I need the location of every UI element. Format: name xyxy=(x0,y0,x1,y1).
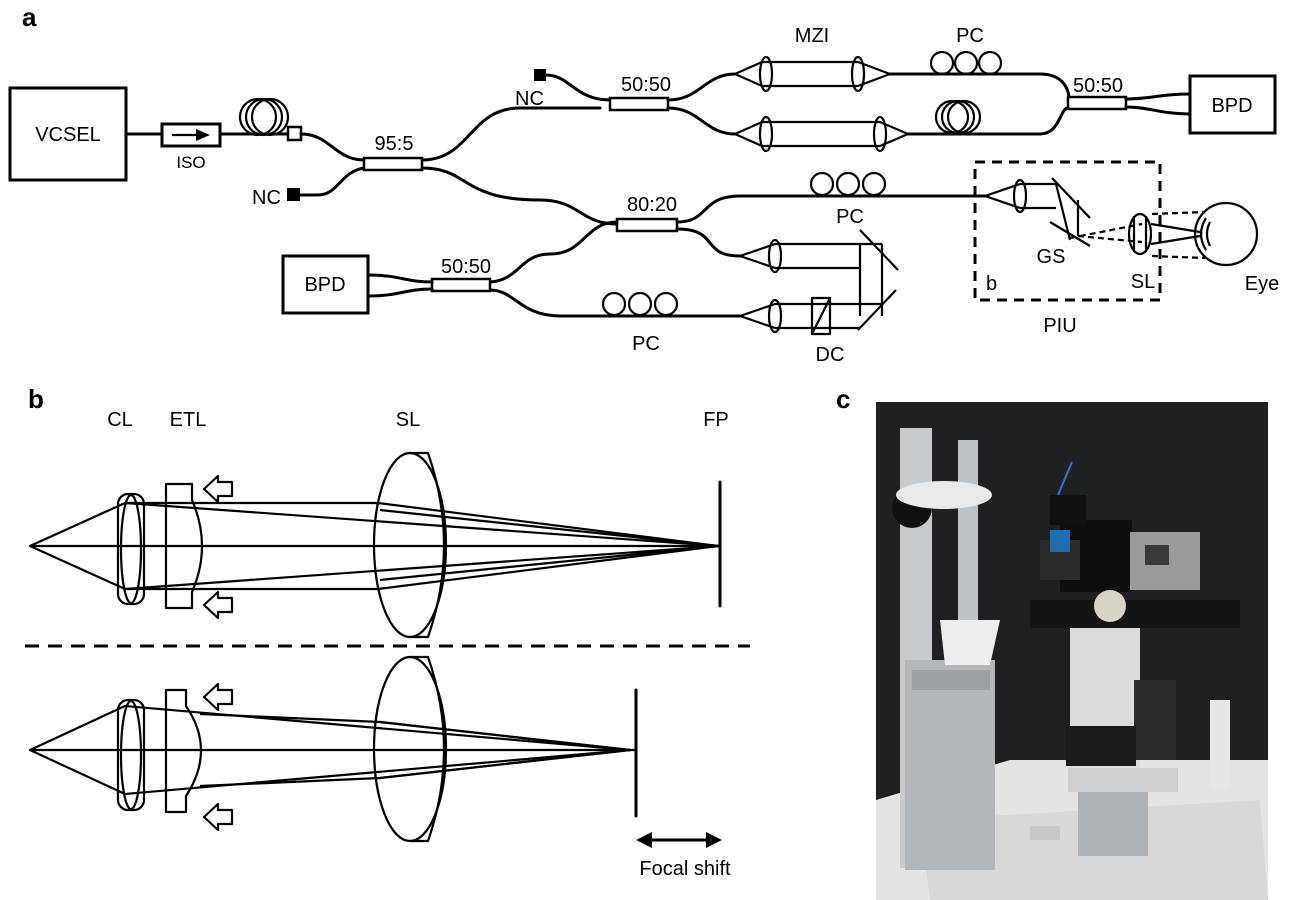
coupler-50-50-ref xyxy=(432,279,490,291)
coupler-ref-label: 50:50 xyxy=(441,256,491,278)
cl-label: CL xyxy=(107,409,133,431)
coupler-mzi-in-label: 50:50 xyxy=(621,74,671,96)
fiber xyxy=(668,108,735,134)
upper-config xyxy=(30,453,720,637)
fiber xyxy=(422,168,617,224)
fiber xyxy=(422,108,600,160)
fiber xyxy=(908,108,1068,134)
dc-label: DC xyxy=(816,344,845,366)
fiber xyxy=(490,222,617,282)
fiber xyxy=(1126,107,1190,114)
focal-shift-arrow-icon xyxy=(636,832,722,848)
fiber-spool-icon xyxy=(240,99,288,135)
arrow-right-icon xyxy=(204,684,232,710)
nc-top-label: NC xyxy=(515,88,544,110)
fiber xyxy=(1126,94,1190,99)
mzi-upper-arm xyxy=(735,57,890,91)
vcsel-label: VCSEL xyxy=(35,124,101,146)
bpd-bottom-label: BPD xyxy=(304,274,345,296)
coupler-95-5 xyxy=(364,158,422,170)
fiber xyxy=(368,289,432,296)
focal-shift-label: Focal shift xyxy=(639,858,731,880)
pc-top-label: PC xyxy=(956,25,984,47)
fiber-spool-icon xyxy=(936,101,980,133)
coupler-mzi-out-label: 50:50 xyxy=(1073,75,1123,97)
mzi-label: MZI xyxy=(795,25,829,47)
fiber xyxy=(368,275,432,282)
coupler-80-20-label: 80:20 xyxy=(627,194,677,216)
pc-ref-label: PC xyxy=(632,333,660,355)
b-marker-label: b xyxy=(986,273,997,295)
bpd-top-label: BPD xyxy=(1211,95,1252,117)
optics-b: CL ETL SL FP xyxy=(25,409,750,880)
fp-label: FP xyxy=(703,409,729,431)
fiber xyxy=(677,229,740,256)
coupler-50-50-mzi-out xyxy=(1068,97,1126,109)
fiber xyxy=(677,196,985,222)
mzi-lower-arm xyxy=(735,117,908,151)
sl-label: SL xyxy=(396,409,420,431)
coupler-50-50-mzi-in xyxy=(610,98,668,110)
reference-arm-optics xyxy=(740,230,898,334)
fiber xyxy=(546,75,610,100)
eye-icon xyxy=(1195,203,1257,265)
gs-label: GS xyxy=(1037,246,1066,268)
panel-label-b: b xyxy=(28,384,44,414)
etl-label: ETL xyxy=(170,409,207,431)
panel-label-c: c xyxy=(836,384,850,414)
pc-sample-label: PC xyxy=(836,206,864,228)
polarization-controller-icon xyxy=(811,173,885,195)
nc-left-label: NC xyxy=(252,187,281,209)
lower-config xyxy=(30,657,636,841)
coupler-80-20 xyxy=(617,219,677,231)
panel-label-a: a xyxy=(22,2,37,32)
arrow-left-icon xyxy=(204,476,232,502)
piu-sl-label: SL xyxy=(1131,271,1155,293)
nc-termination-left xyxy=(287,188,300,201)
fiber xyxy=(668,74,735,100)
polarization-controller-icon xyxy=(603,293,677,315)
coupler-95-5-label: 95:5 xyxy=(375,133,414,155)
schematic-a: VCSEL ISO 95:5 NC NC 50:50 xyxy=(10,25,1279,366)
polarization-controller-icon xyxy=(931,52,1001,74)
fiber xyxy=(300,168,364,195)
photo-c xyxy=(876,402,1268,900)
eye-label: Eye xyxy=(1245,273,1279,295)
iso-label: ISO xyxy=(176,153,205,172)
piu-label: PIU xyxy=(1043,315,1076,337)
fiber-connector xyxy=(288,127,301,140)
nc-termination-top xyxy=(534,69,546,81)
fiber xyxy=(301,134,364,160)
arrow-left-icon xyxy=(204,592,232,618)
piu-optics xyxy=(985,178,1205,258)
fiber xyxy=(890,74,1069,100)
arrow-right-icon xyxy=(204,804,232,830)
